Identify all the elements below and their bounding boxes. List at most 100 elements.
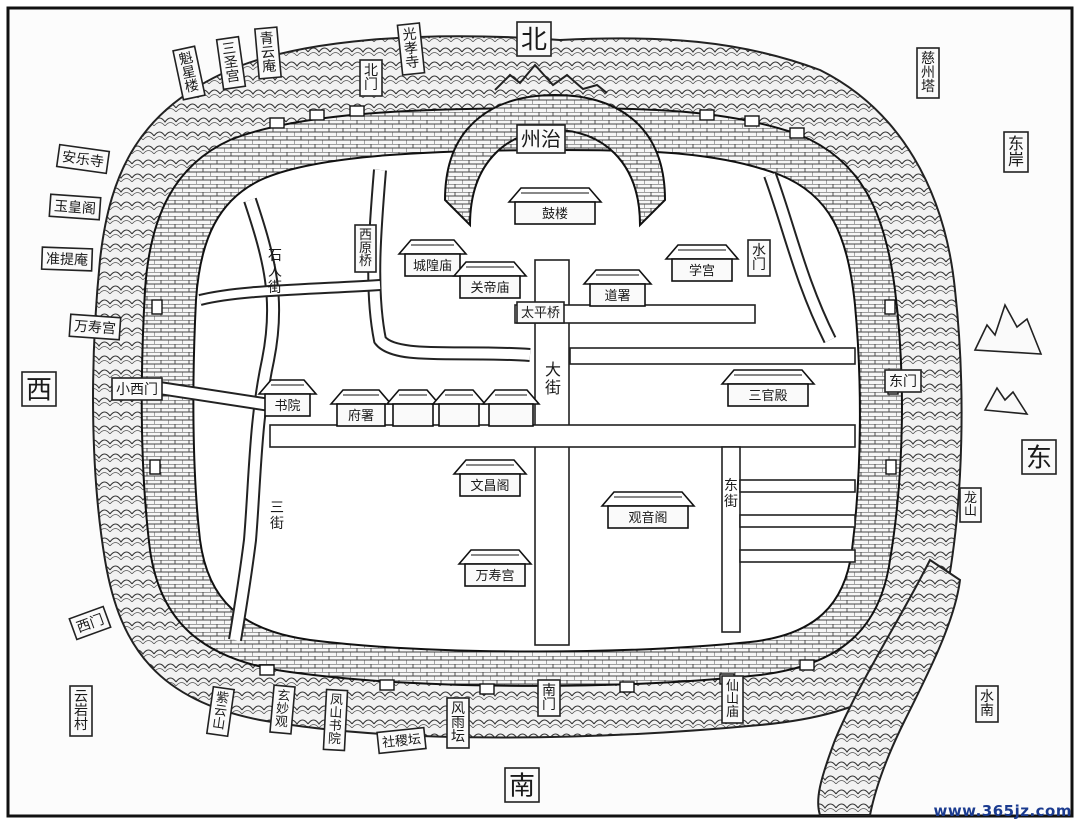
outside-label: 玄妙观	[269, 684, 296, 735]
svg-text:风: 风	[451, 701, 465, 717]
svg-text:小西门: 小西门	[116, 382, 158, 398]
building-temple-b: 关帝庙	[452, 261, 528, 299]
svg-text:万寿宫: 万寿宫	[475, 569, 514, 584]
outside-label: 云岩村	[69, 685, 93, 737]
building-yamen: 道署	[582, 269, 653, 307]
svg-text:东: 东	[1026, 443, 1052, 473]
svg-text:三: 三	[270, 500, 284, 516]
svg-text:书院: 书院	[274, 399, 300, 414]
building-academy: 学宫	[664, 244, 740, 282]
svg-text:云: 云	[74, 689, 88, 705]
svg-text:大: 大	[545, 360, 561, 379]
svg-text:西: 西	[26, 375, 52, 405]
svg-text:鼓楼: 鼓楼	[542, 207, 568, 222]
south-gate-label: 南门	[537, 679, 561, 717]
svg-text:塔: 塔	[921, 79, 935, 95]
water-gate-label: 水门	[747, 239, 771, 277]
building-hall: 万寿宫	[457, 549, 533, 587]
outside-label: 魁星楼	[172, 45, 206, 101]
svg-text:孝: 孝	[403, 40, 419, 57]
svg-text:妙: 妙	[275, 701, 289, 717]
svg-text:观音阁: 观音阁	[628, 510, 667, 526]
svg-text:安乐寺: 安乐寺	[61, 149, 105, 171]
svg-text:星: 星	[180, 64, 197, 83]
svg-text:宫: 宫	[225, 68, 241, 86]
taiping-bridge-label: 太平桥	[516, 301, 565, 324]
svg-text:东: 东	[1008, 134, 1024, 153]
svg-text:水: 水	[980, 689, 994, 705]
building-small	[431, 389, 487, 427]
east-label: 东	[1021, 439, 1057, 475]
svg-text:州治: 州治	[521, 127, 561, 151]
svg-text:青: 青	[259, 30, 274, 47]
svg-text:楼: 楼	[183, 77, 200, 96]
svg-text:关帝庙: 关帝庙	[470, 280, 509, 296]
west-label: 西	[21, 371, 57, 407]
svg-text:山: 山	[329, 706, 343, 722]
building-shrine: 三官殿	[720, 369, 816, 407]
svg-text:西: 西	[359, 228, 372, 243]
north-label: 北	[516, 21, 552, 57]
svg-text:云: 云	[213, 703, 228, 720]
building-temple-a: 城隍庙	[397, 239, 468, 277]
svg-text:山: 山	[726, 692, 739, 707]
outside-label: 万寿宫	[68, 313, 122, 341]
svg-text:南: 南	[542, 683, 556, 699]
svg-text:南: 南	[980, 703, 994, 719]
svg-text:龙: 龙	[964, 491, 977, 506]
svg-text:南: 南	[509, 771, 535, 801]
building-small	[481, 389, 541, 427]
drum-tower: 鼓楼	[507, 187, 603, 225]
svg-text:寺: 寺	[405, 54, 421, 71]
svg-text:城隍庙: 城隍庙	[413, 259, 452, 274]
building-tower-view: 文昌阁	[452, 459, 528, 497]
south-label: 南	[504, 767, 540, 803]
outside-label: 慈州塔	[916, 47, 940, 99]
svg-text:石: 石	[268, 248, 282, 264]
svg-text:圣: 圣	[223, 54, 239, 72]
svg-text:北: 北	[521, 25, 547, 55]
svg-text:庵: 庵	[261, 57, 276, 75]
building-school: 书院	[257, 379, 318, 417]
svg-text:山: 山	[211, 716, 226, 733]
outside-label: 安乐寺	[55, 143, 111, 175]
svg-text:道署: 道署	[604, 289, 630, 304]
svg-text:人: 人	[268, 264, 282, 280]
svg-text:文昌阁: 文昌阁	[470, 479, 509, 494]
svg-text:东门: 东门	[889, 374, 917, 390]
svg-text:三官殿: 三官殿	[748, 388, 787, 404]
building-dept: 府署	[329, 389, 393, 427]
svg-text:万寿宫: 万寿宫	[73, 318, 116, 338]
svg-text:仙: 仙	[726, 679, 739, 694]
building-pavilion: 观音阁	[600, 491, 696, 529]
svg-text:州: 州	[921, 65, 935, 81]
svg-text:社稷坛: 社稷坛	[381, 731, 421, 751]
north-gate-label: 北门	[359, 59, 383, 97]
watermark: www.365jz.com	[933, 802, 1072, 820]
outside-label: 准提庵	[40, 246, 94, 272]
svg-text:紫: 紫	[215, 690, 230, 707]
svg-text:岩: 岩	[74, 703, 88, 719]
outside-label: 水南	[975, 685, 999, 723]
svg-text:原: 原	[359, 241, 372, 256]
svg-text:观: 观	[274, 714, 288, 730]
svg-text:院: 院	[328, 732, 342, 748]
outside-label: 玉皇阁	[48, 193, 102, 221]
building-small	[385, 389, 441, 427]
svg-text:光: 光	[402, 26, 418, 43]
svg-text:准提庵: 准提庵	[46, 250, 89, 268]
svg-text:街: 街	[724, 494, 738, 510]
outside-label: 龙山	[959, 487, 982, 523]
outside-label: 社稷坛	[376, 726, 427, 755]
outside-label: 青云庵	[253, 26, 283, 80]
svg-text:玄: 玄	[276, 689, 290, 705]
svg-text:太平桥: 太平桥	[521, 306, 560, 321]
stone-street-label: 石人街	[268, 248, 282, 296]
outside-label: 东岸	[1003, 131, 1029, 173]
svg-text:三: 三	[221, 40, 237, 58]
svg-text:桥: 桥	[359, 254, 372, 269]
svg-text:北: 北	[364, 63, 378, 79]
svg-text:山: 山	[964, 504, 977, 519]
